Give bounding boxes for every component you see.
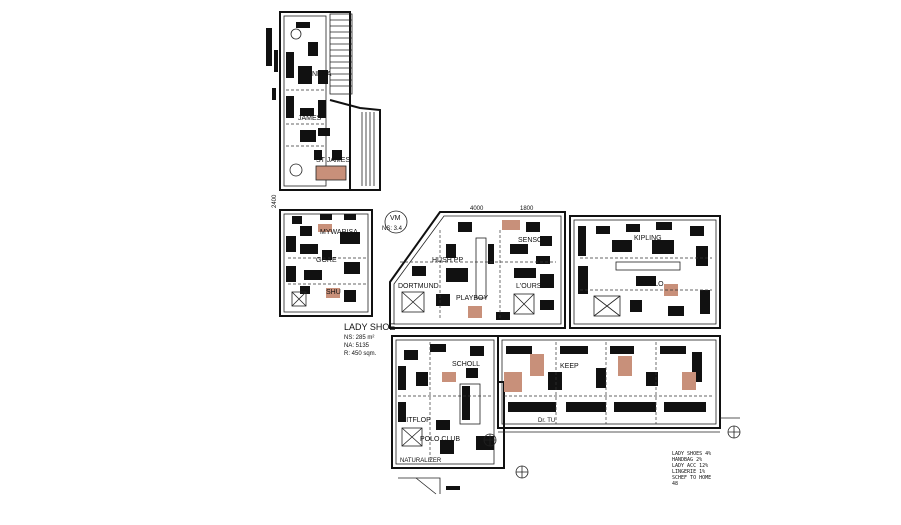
stair-top (329, 13, 353, 95)
label-hush-pp: HUSH PP (432, 257, 463, 264)
legend-line-1: LADY SHOES 4% (672, 451, 712, 457)
label-gore: GORE (316, 257, 337, 264)
dim-2400: 2400 (272, 194, 278, 208)
vm-marker: VM NS: 3.4 (382, 210, 408, 234)
legend-notes: LADY SHOES 4% HANDBAG 2% LADY ACC 12% LI… (672, 451, 711, 487)
label-dr-tu: Dr. TU (538, 418, 555, 424)
central-block: 4000 1800 HUSH PP SENSO DORTMUND PLAYBOY… (389, 206, 566, 329)
north-block: NENA JAMES ST JAMES 2400 (266, 11, 381, 208)
stair-side (329, 99, 381, 191)
label-scholl: SCHOLL (452, 361, 480, 368)
label-st-james: ST JAMES (316, 157, 350, 164)
legend-line-5: SCHEF TO HOME (672, 475, 712, 481)
dim-top-2: 1800 (520, 206, 534, 212)
label-vm: VM (390, 215, 401, 222)
label-kipling: KIPLING (634, 235, 662, 242)
south-west-block: SCHOLL FITFLOP POLO CLUB NATURALIZER (391, 335, 505, 469)
label-naturalizer: NATURALIZER (400, 458, 442, 464)
label-anello: ANELLO (636, 281, 664, 288)
west-block: MYWARISA GORE SHU (279, 209, 373, 317)
label-polo-club: POLO CLUB (420, 436, 460, 443)
label-nena: NENA (312, 71, 332, 78)
south-east-block: KEEP Dr. TU (483, 335, 741, 479)
legend-line-6: 48 (672, 481, 679, 487)
label-fitflop: FITFLOP (402, 417, 431, 424)
label-james: JAMES (298, 115, 322, 122)
label-lady-na: NA: 5135 (344, 343, 370, 349)
label-lady-r: R: 450 sqm. (344, 351, 377, 357)
label-keep: KEEP (560, 363, 579, 370)
label-lady-shoes: LADY SHOE (344, 322, 395, 332)
label-mywarisa: MYWARISA (320, 229, 358, 236)
lady-shoes-title: LADY SHOE NS: 285 m² NA: 5135 R: 450 sqm… (344, 322, 395, 357)
label-vm-sub: NS: 3.4 (382, 226, 403, 232)
label-shu: SHU (326, 289, 341, 296)
label-lady-ns: NS: 285 m² (344, 335, 374, 341)
legend-line-3: LADY ACC 12% (672, 463, 709, 469)
label-senso: SENSO (518, 237, 543, 244)
legend-line-2: HANDBAG 2% (672, 457, 703, 463)
dim-top-1: 4000 (470, 206, 484, 212)
bottom-markings (398, 477, 460, 495)
label-playboy: PLAYBOY (456, 295, 488, 302)
legend-line-4: LINGERIE 1% (672, 469, 706, 475)
east-block: KIPLING ANELLO (569, 215, 721, 329)
label-lourson: L'OURSON (516, 283, 552, 290)
label-dortmund: DORTMUND (398, 283, 439, 290)
